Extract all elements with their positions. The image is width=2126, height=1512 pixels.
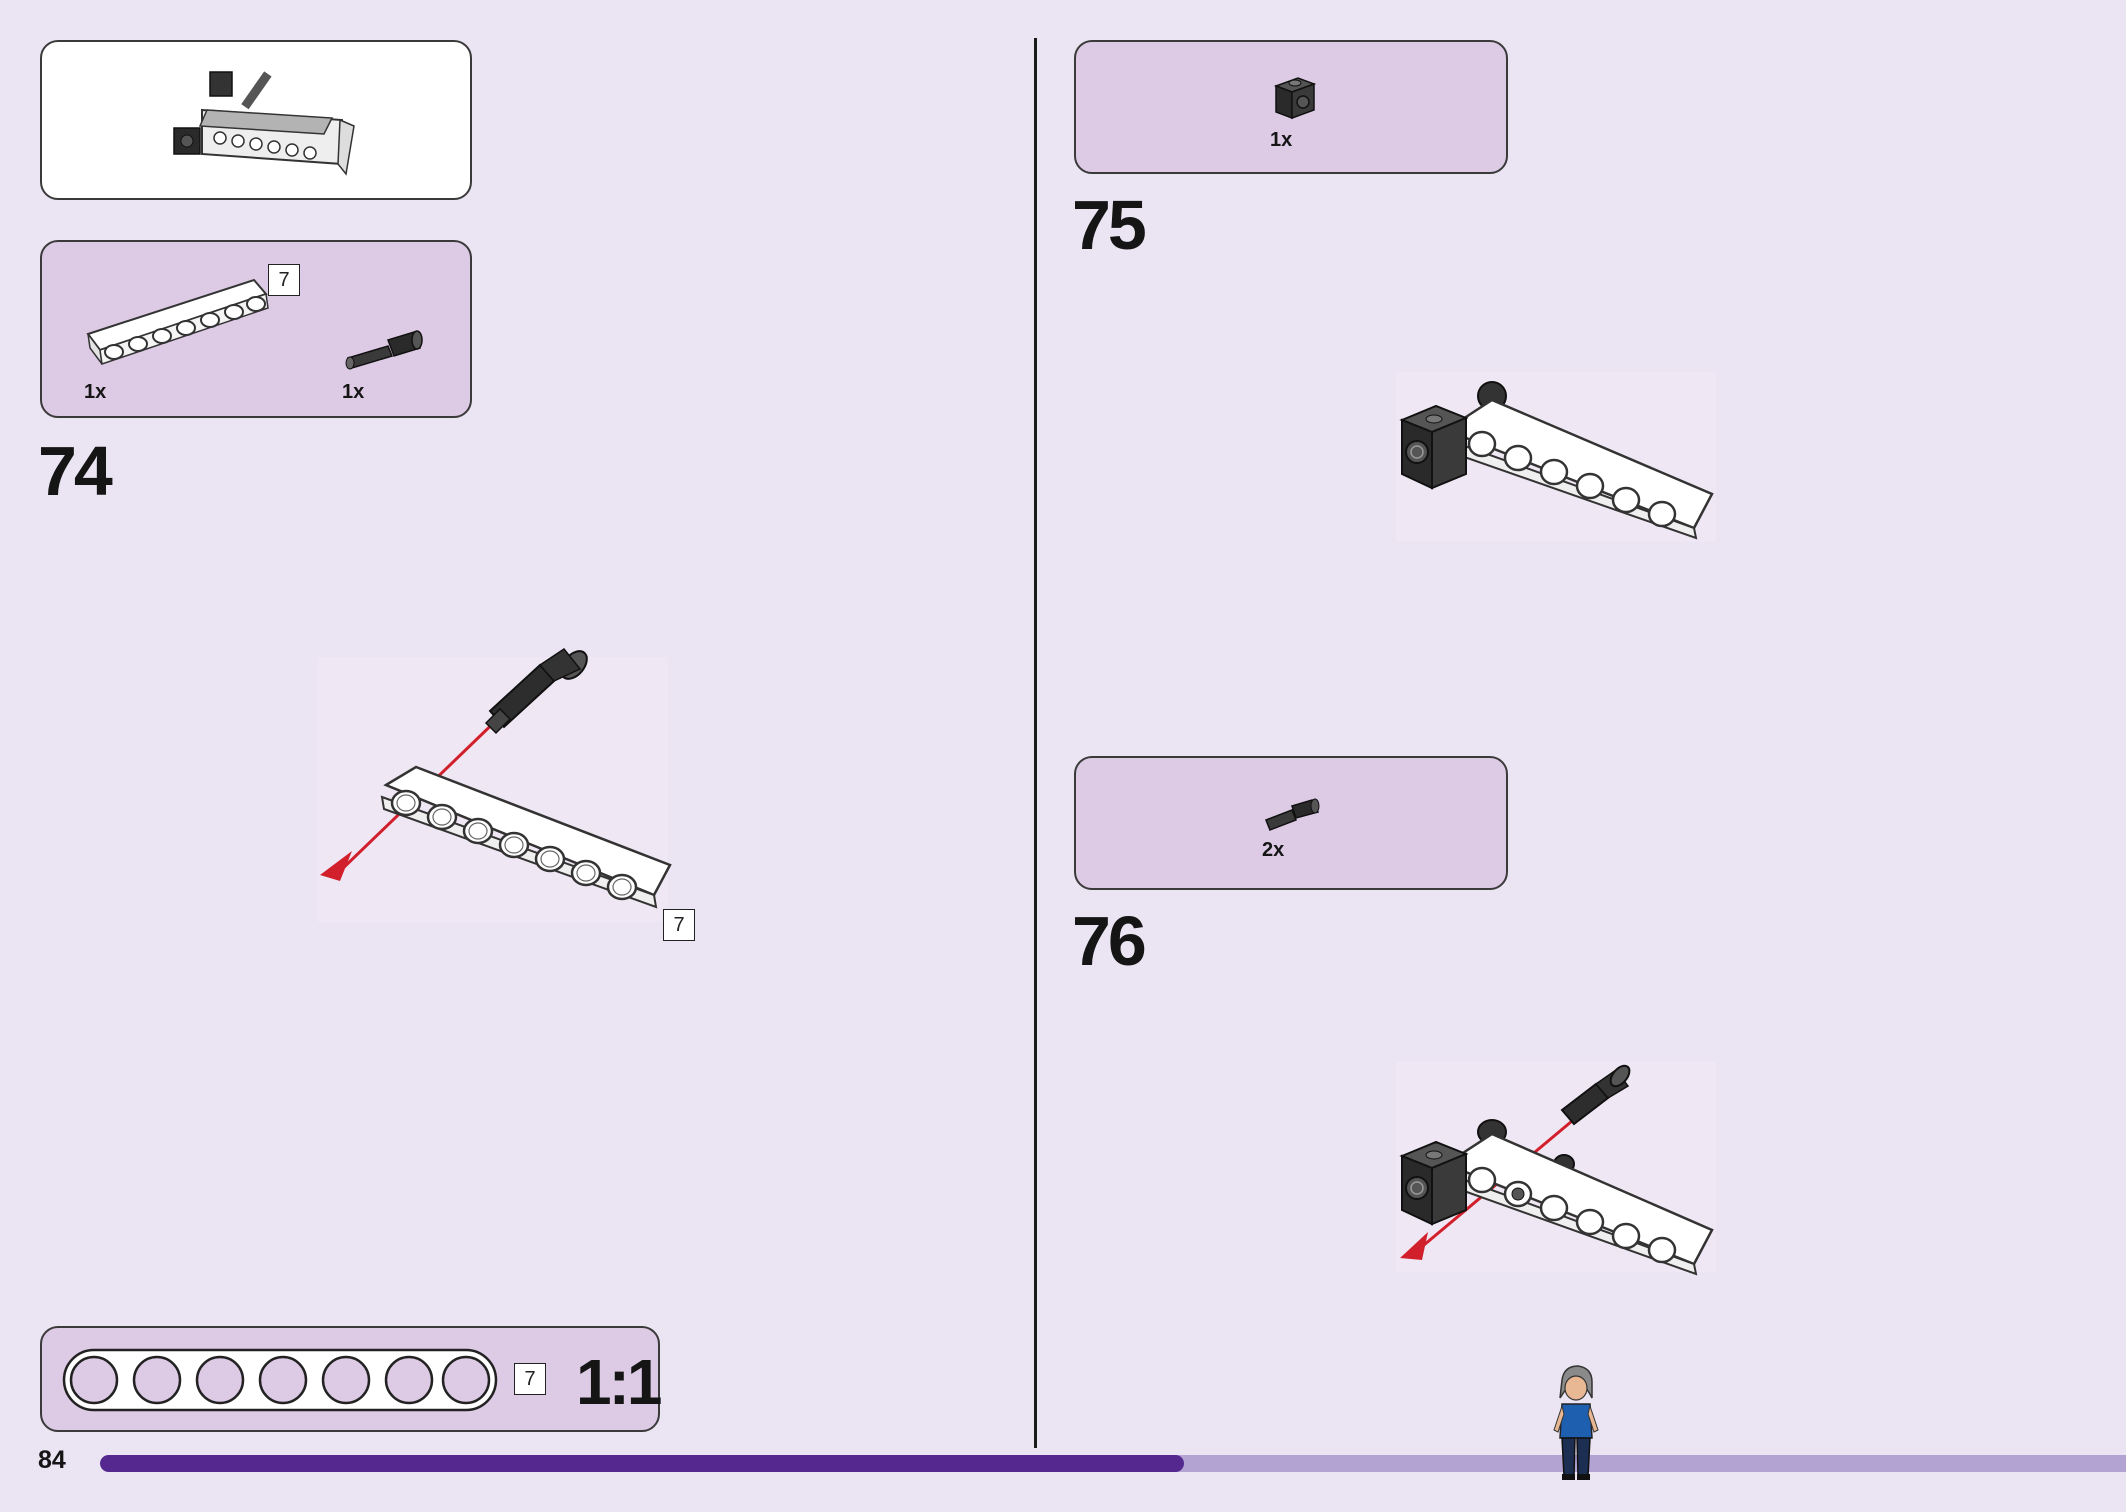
scale-label: 1:1	[576, 1346, 662, 1418]
step-74-build-illustration	[318, 647, 672, 922]
part-length-badge: 7	[268, 264, 300, 296]
step-74-parts-panel	[40, 240, 472, 418]
build-progress-bar	[100, 1455, 2126, 1472]
step-number: 75	[1072, 186, 1147, 264]
step-number: 76	[1072, 902, 1147, 980]
subassembly-preview-panel	[40, 40, 472, 200]
part-quantity: 1x	[84, 381, 107, 403]
page-divider	[1034, 38, 1037, 1448]
scale-reference-panel	[40, 1326, 660, 1432]
step-number: 74	[38, 432, 113, 510]
page-number: 84	[38, 1446, 66, 1474]
white-liftarm-7-icon	[86, 278, 269, 365]
part-quantity: 1x	[342, 381, 365, 403]
minifigure-mascot-icon	[1553, 1365, 1599, 1480]
black-technic-brick-icon	[1273, 77, 1317, 120]
part-quantity: 1x	[1270, 129, 1293, 151]
step-75-build-illustration	[1396, 372, 1716, 542]
step-76-parts-panel	[1074, 756, 1508, 890]
step-75-parts-panel	[1074, 40, 1508, 174]
part-length-badge: 7	[514, 1363, 546, 1395]
subassembly-preview-icon	[173, 71, 355, 176]
liftarm-1to1-outline-icon	[62, 1348, 498, 1412]
step-76-build-illustration	[1396, 1062, 1716, 1276]
black-axle-pin-icon	[1265, 798, 1320, 831]
part-quantity: 2x	[1262, 839, 1285, 861]
part-length-badge: 7	[663, 909, 695, 941]
build-progress-fill	[100, 1455, 1184, 1472]
black-axle-pin-icon	[345, 330, 423, 370]
